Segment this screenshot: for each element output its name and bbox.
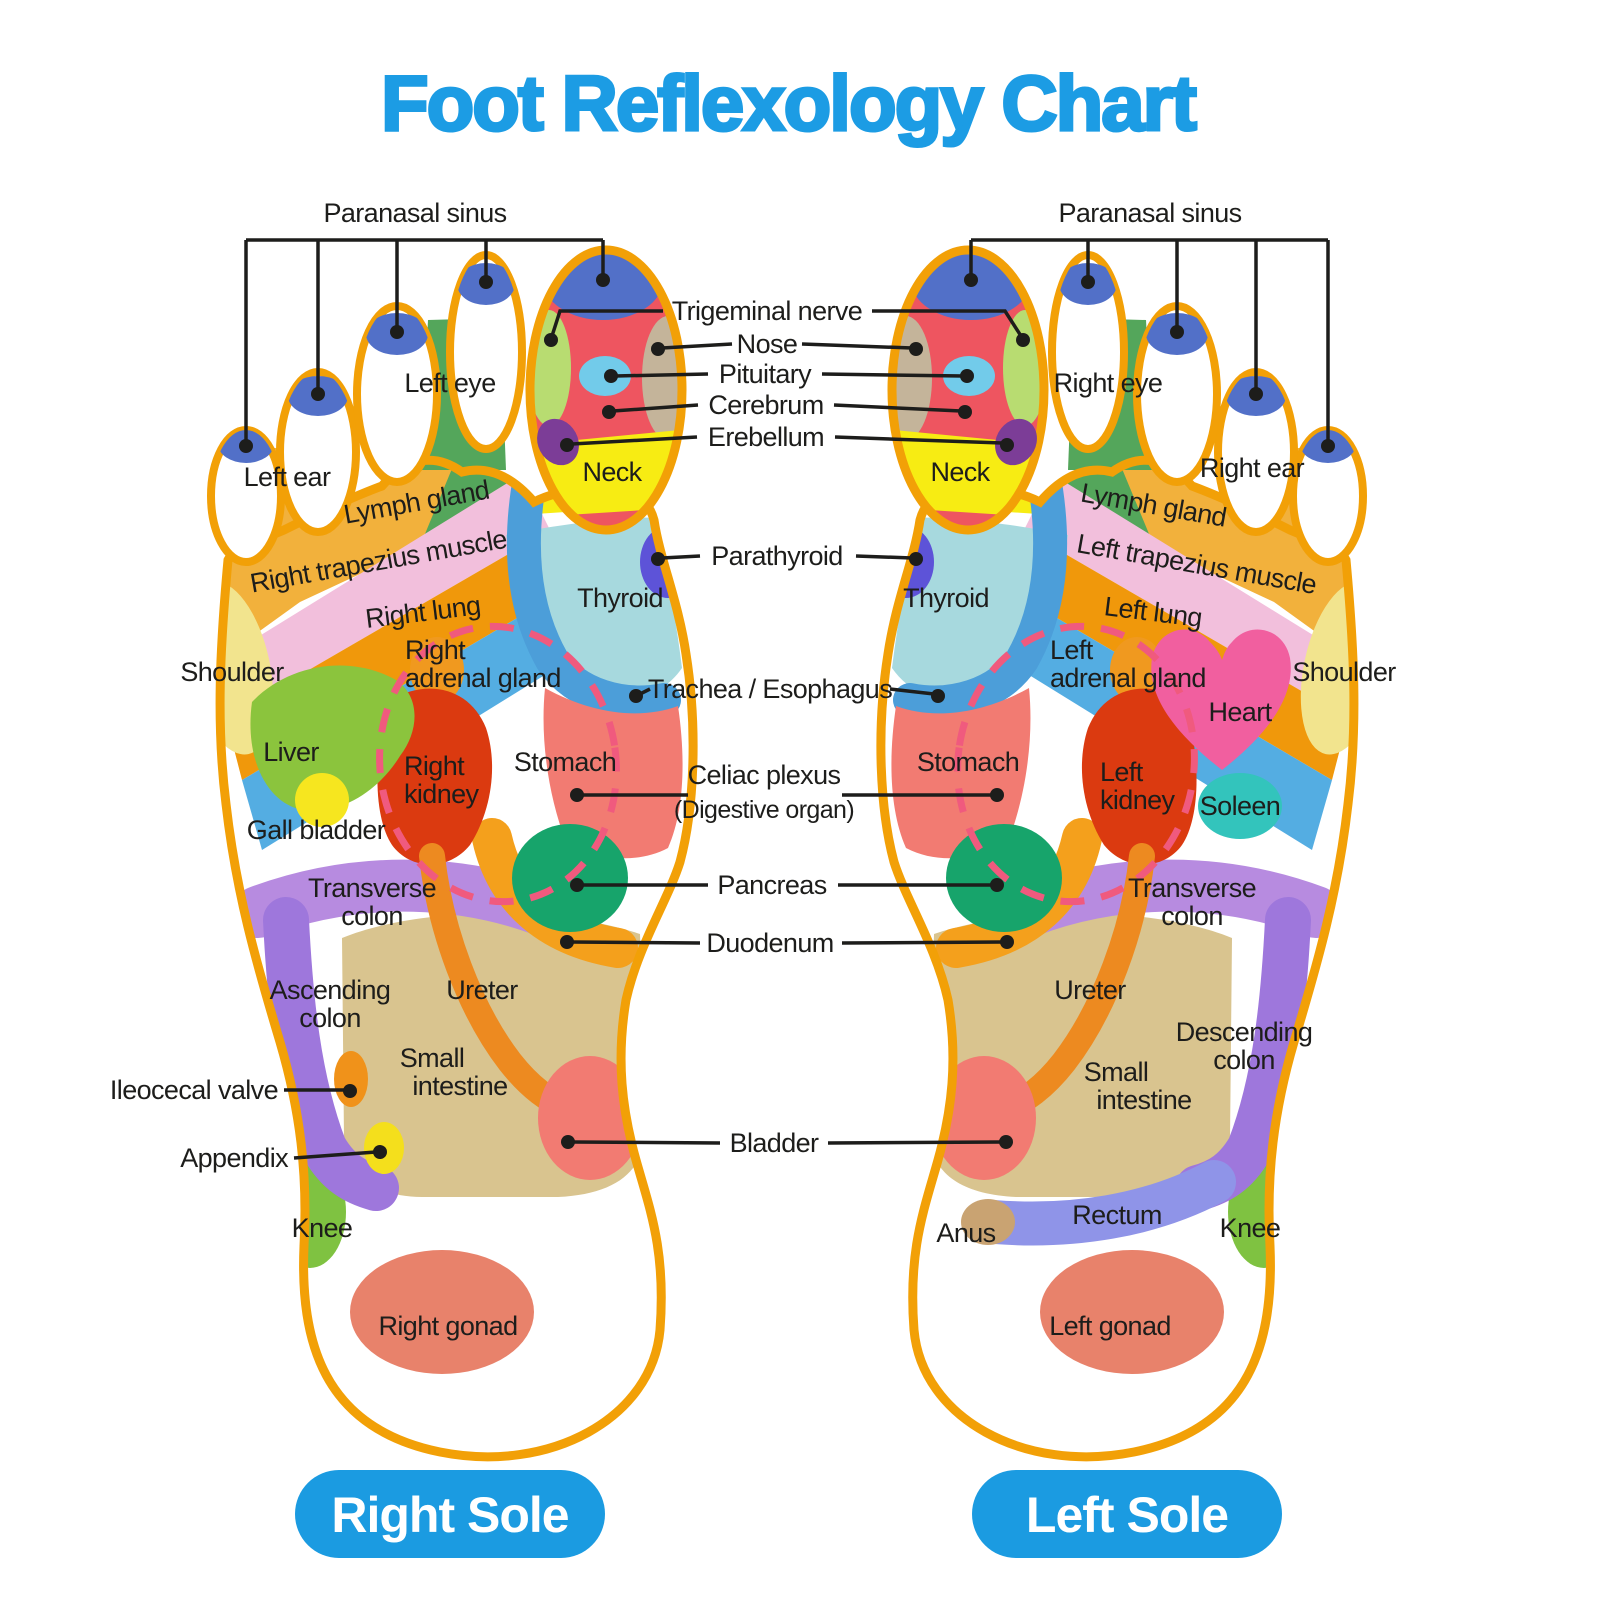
label-shoulder-left: Shoulder: [180, 657, 284, 687]
label-right-kidney-1: Right: [404, 751, 465, 781]
label-digestive-organ: (Digestive organ): [674, 796, 854, 824]
soleen-zone: [1198, 773, 1282, 839]
gall-bladder-zone: [295, 773, 349, 827]
appendix-leader: [293, 1145, 387, 1160]
left-sole-button[interactable]: Left Sole: [972, 1470, 1282, 1558]
label-thyroid-right: Thyroid: [903, 583, 989, 613]
paranasal-sinus-leaders: [239, 238, 1335, 453]
label-right-ear: Right ear: [1200, 453, 1305, 483]
label-pancreas: Pancreas: [717, 870, 826, 900]
label-transverse-left-1: Transverse: [308, 873, 436, 903]
label-right-kidney-2: kidney: [404, 779, 480, 809]
label-neck-left: Neck: [582, 457, 642, 487]
label-nose: Nose: [737, 329, 798, 359]
label-ascending-2: colon: [299, 1003, 361, 1033]
label-right-adrenal-1: Right: [405, 635, 466, 665]
label-shoulder-right: Shoulder: [1292, 657, 1396, 687]
label-transverse-right-1: Transverse: [1128, 873, 1256, 903]
label-paranasal-sinus-right: Paranasal sinus: [1058, 198, 1241, 228]
label-ileocecal-valve: Ileocecal valve: [110, 1075, 278, 1105]
label-ureter-right: Ureter: [1054, 975, 1126, 1005]
label-thyroid-left: Thyroid: [577, 583, 663, 613]
label-stomach-right: Stomach: [917, 747, 1019, 777]
liver-zone: [250, 665, 415, 811]
label-stomach-left: Stomach: [514, 747, 616, 777]
label-appendix: Appendix: [180, 1143, 289, 1173]
label-soleen: Soleen: [1200, 791, 1280, 821]
label-erebellum: Erebellum: [708, 422, 824, 452]
pancreas-leader: [570, 878, 1004, 892]
trigeminal-nerve-leader: [544, 309, 1030, 347]
heart-zone: [1151, 629, 1291, 770]
label-cerebrum: Cerebrum: [708, 390, 823, 420]
nose-leader: [651, 342, 923, 356]
label-gall-bladder: Gall bladder: [247, 815, 386, 845]
label-celiac-plexus: Celiac plexus: [688, 760, 841, 790]
erebellum-leader: [560, 435, 1014, 452]
right-sole-foot: [173, 240, 696, 1457]
label-left-adrenal-2: adrenal gland: [1050, 663, 1206, 693]
label-duodenum: Duodenum: [706, 928, 833, 958]
rectum-zone: [972, 1160, 1236, 1246]
right-sole-button-label: Right Sole: [331, 1487, 568, 1543]
ascending-colon-zone: [263, 897, 399, 1211]
label-liver: Liver: [263, 737, 319, 767]
label-left-adrenal-1: Left: [1050, 635, 1094, 665]
label-pituitary: Pituitary: [719, 359, 812, 389]
label-paranasal-sinus-left: Paranasal sinus: [323, 198, 506, 228]
right-sole-button[interactable]: Right Sole: [295, 1470, 605, 1558]
label-bladder: Bladder: [730, 1128, 819, 1158]
trachea-esophagus-leader: [629, 687, 945, 703]
label-transverse-left-2: colon: [341, 901, 403, 931]
label-left-kidney-2: kidney: [1100, 785, 1176, 815]
label-left-ear: Left ear: [244, 462, 331, 492]
label-small-intestine-left-2: intestine: [412, 1071, 507, 1101]
ileocecal-valve-leader: [284, 1084, 357, 1098]
label-small-intestine-left-1: Small: [400, 1043, 465, 1073]
label-knee-right: Knee: [1220, 1213, 1281, 1243]
label-anus: Anus: [936, 1218, 995, 1248]
label-descending-2: colon: [1213, 1045, 1275, 1075]
label-left-gonad: Left gonad: [1049, 1311, 1171, 1341]
label-transverse-right-2: colon: [1161, 901, 1223, 931]
label-heart: Heart: [1208, 697, 1272, 727]
label-right-gonad: Right gonad: [378, 1311, 517, 1341]
label-small-intestine-right-2: intestine: [1096, 1085, 1191, 1115]
label-small-intestine-right-1: Small: [1084, 1057, 1149, 1087]
label-ascending-1: Ascending: [270, 975, 391, 1005]
left-sole-foot: [878, 240, 1401, 1457]
label-trachea-esophagus: Trachea / Esophagus: [648, 674, 892, 704]
celiac-plexus-leader: [570, 788, 1004, 802]
label-right-eye: Right eye: [1054, 368, 1163, 398]
pituitary-leader: [604, 369, 974, 383]
label-descending-1: Descending: [1176, 1017, 1313, 1047]
label-left-eye: Left eye: [404, 368, 495, 398]
ileocecal-valve-zone: [334, 1051, 368, 1107]
label-right-adrenal-2: adrenal gland: [405, 663, 561, 693]
page-title: Foot Reflexology Chart: [381, 59, 1197, 147]
label-parathyroid: Parathyroid: [711, 541, 842, 571]
label-knee-left: Knee: [292, 1213, 353, 1243]
cerebrum-leader: [602, 403, 972, 419]
label-trigeminal-nerve: Trigeminal nerve: [672, 296, 862, 326]
left-sole-button-label: Left Sole: [1026, 1487, 1228, 1543]
duodenum-leader: [560, 935, 1014, 949]
label-left-kidney-1: Left: [1100, 757, 1144, 787]
label-rectum: Rectum: [1072, 1200, 1161, 1230]
bladder-leader: [561, 1135, 1013, 1149]
anus-zone: [961, 1199, 1015, 1245]
label-ureter-left: Ureter: [446, 975, 518, 1005]
parathyroid-leader: [651, 552, 923, 566]
label-neck-right: Neck: [930, 457, 990, 487]
